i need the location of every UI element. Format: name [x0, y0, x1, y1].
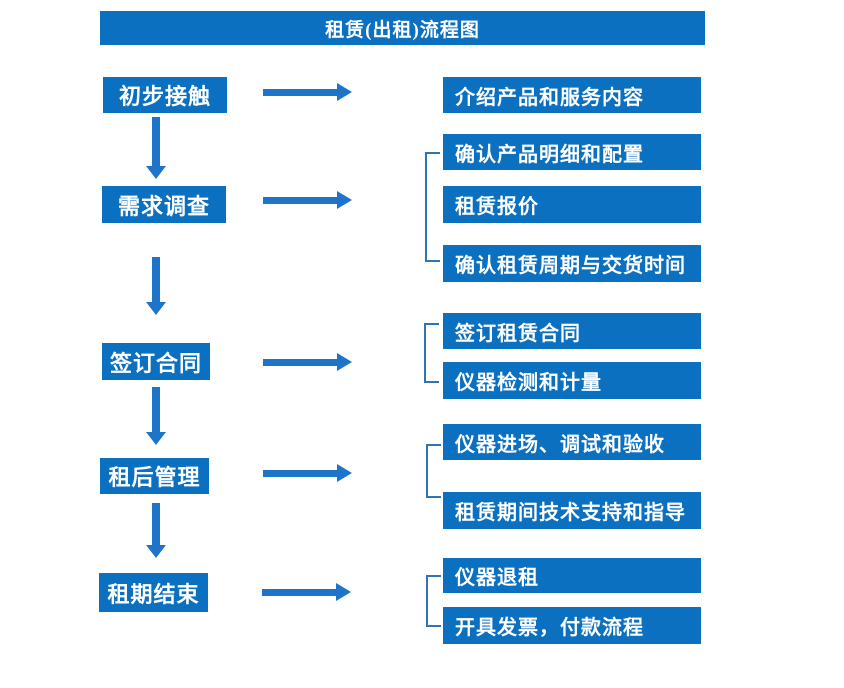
- step-box-demand-survey: 需求调查: [102, 186, 226, 223]
- down-arrow-icon: [152, 387, 160, 432]
- step-label: 租期结束: [107, 581, 200, 607]
- step-box-post-rental-management: 租后管理: [100, 458, 209, 494]
- right-arrow-icon: [263, 197, 337, 204]
- output-label: 仪器检测和计量: [455, 372, 602, 394]
- step-label: 需求调查: [117, 193, 210, 219]
- bracket-icon: [424, 323, 439, 383]
- output-label: 开具发票，付款流程: [455, 617, 644, 639]
- output-label: 确认租赁周期与交货时间: [455, 255, 686, 277]
- down-arrow-head-icon: [146, 432, 166, 445]
- bracket-icon: [425, 152, 440, 262]
- right-arrow-icon: [262, 589, 336, 596]
- output-box-confirm-product-details: 确认产品明细和配置: [443, 134, 701, 170]
- output-box-instrument-return: 仪器退租: [443, 558, 701, 593]
- down-arrow-head-icon: [146, 545, 166, 558]
- output-box-instrument-setup-acceptance: 仪器进场、调试和验收: [443, 424, 701, 460]
- step-label: 签订合同: [109, 350, 202, 376]
- bracket-icon: [426, 575, 441, 627]
- down-arrow-icon: [152, 257, 160, 302]
- step-box-sign-contract: 签订合同: [102, 343, 210, 380]
- down-arrow-icon: [152, 117, 160, 166]
- output-box-introduce-products: 介绍产品和服务内容: [443, 77, 701, 113]
- right-arrow-icon: [263, 89, 337, 96]
- output-label: 介绍产品和服务内容: [455, 86, 644, 109]
- right-arrow-head-icon: [337, 353, 352, 371]
- right-arrow-head-icon: [337, 83, 352, 101]
- title-bar: 租赁(出租)流程图: [100, 11, 705, 45]
- output-box-instrument-inspection: 仪器检测和计量: [443, 362, 701, 399]
- output-label: 租赁期间技术支持和指导: [455, 502, 686, 524]
- step-label: 初步接触: [118, 84, 211, 109]
- bracket-icon: [426, 444, 441, 498]
- output-box-invoice-payment: 开具发票，付款流程: [443, 607, 701, 644]
- output-label: 仪器退租: [455, 567, 539, 589]
- right-arrow-head-icon: [337, 464, 352, 482]
- down-arrow-head-icon: [146, 302, 166, 315]
- output-box-sign-rental-contract: 签订租赁合同: [443, 313, 701, 349]
- down-arrow-icon: [152, 503, 160, 545]
- right-arrow-icon: [263, 470, 337, 477]
- output-box-confirm-rental-period: 确认租赁周期与交货时间: [443, 245, 701, 282]
- right-arrow-head-icon: [337, 191, 352, 209]
- step-label: 租后管理: [108, 465, 201, 490]
- output-label: 仪器进场、调试和验收: [455, 433, 665, 456]
- step-box-initial-contact: 初步接触: [103, 77, 227, 113]
- output-box-technical-support: 租赁期间技术支持和指导: [443, 492, 701, 529]
- page-title: 租赁(出租)流程图: [325, 19, 480, 41]
- output-box-rental-quote: 租赁报价: [443, 186, 701, 223]
- right-arrow-icon: [263, 359, 337, 366]
- output-label: 签订租赁合同: [455, 322, 581, 345]
- down-arrow-head-icon: [146, 166, 166, 179]
- output-label: 租赁报价: [455, 196, 539, 218]
- output-label: 确认产品明细和配置: [455, 143, 644, 166]
- right-arrow-head-icon: [336, 583, 351, 601]
- step-box-rental-end: 租期结束: [99, 573, 208, 612]
